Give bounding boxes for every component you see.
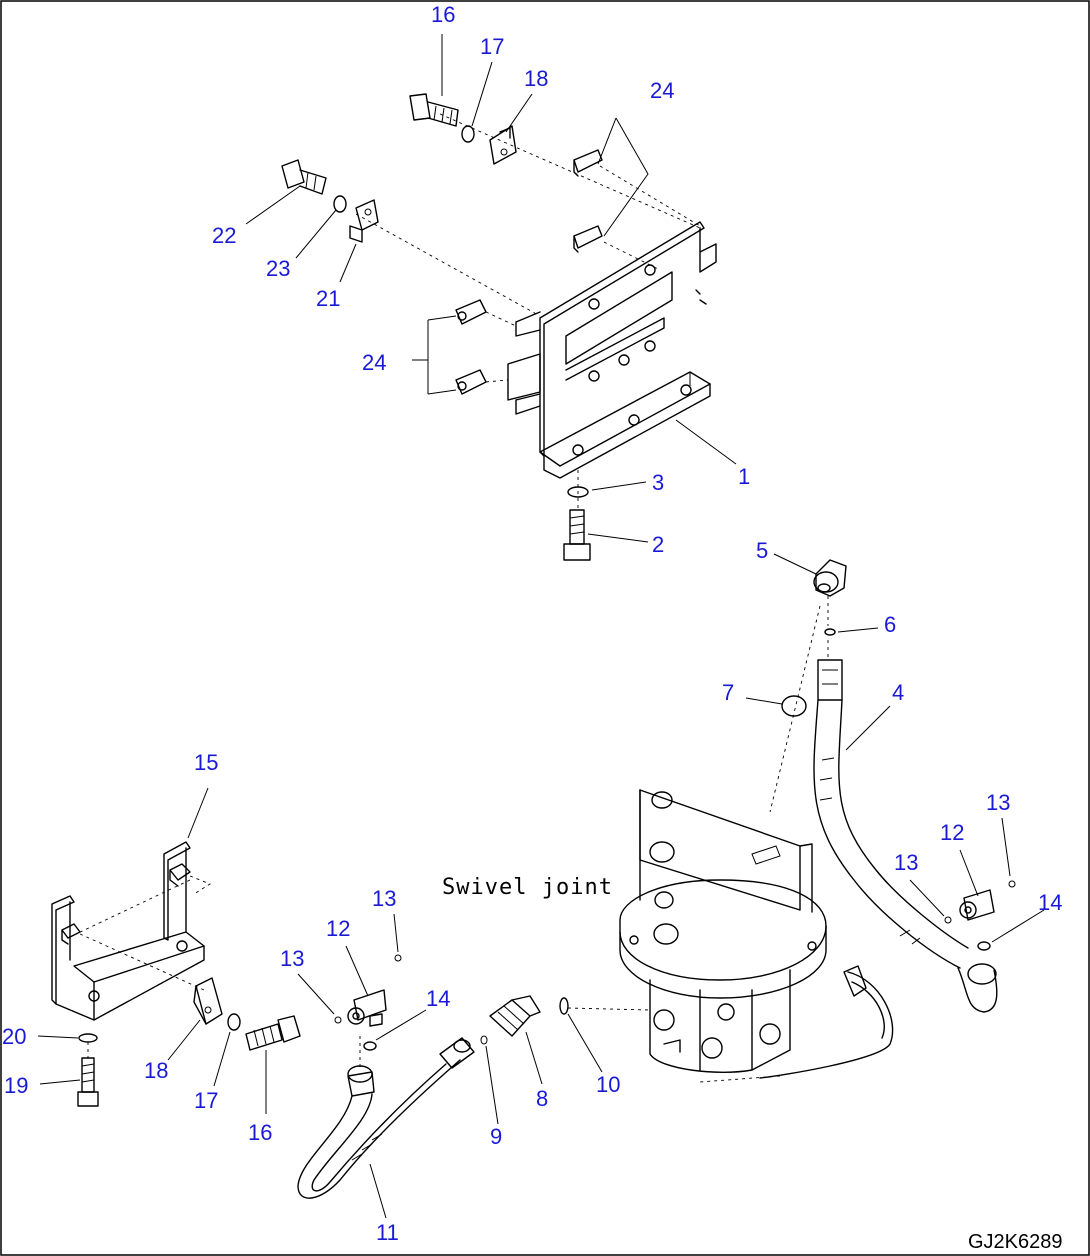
callout-11: 11 [376, 1220, 399, 1245]
callout-1: 1 [738, 464, 750, 489]
callout-4: 4 [892, 680, 904, 705]
o-ring-7 [781, 695, 807, 717]
callout-19: 19 [4, 1073, 28, 1098]
o-ring-13-left-a [334, 1016, 342, 1024]
o-ring-14-right [977, 941, 991, 951]
callout-13-right-top: 13 [986, 790, 1010, 815]
callout-13-left-top: 13 [372, 886, 396, 911]
o-ring-13-right-a [944, 916, 952, 924]
callout-5: 5 [756, 538, 768, 563]
plate-18-lower [193, 977, 223, 1025]
callout-20: 20 [2, 1024, 26, 1049]
o-ring-13-right-b [1008, 880, 1016, 888]
o-ring-6 [824, 628, 836, 636]
callout-14-left: 14 [426, 986, 450, 1011]
callout-10: 10 [596, 1072, 620, 1097]
swivel-joint-body [619, 789, 827, 1073]
callout-16-lower: 16 [248, 1120, 272, 1145]
callout-24-top: 24 [650, 78, 674, 103]
bracket-plate [507, 221, 717, 479]
drawing-code: GJ2K6289 [968, 1231, 1063, 1253]
elbow-12-right [959, 889, 995, 921]
bolt-19 [77, 1057, 99, 1107]
callouts: 16 17 18 24 22 23 21 24 1 3 2 5 6 7 4 13… [2, 2, 1062, 1245]
o-ring-14-left [363, 1041, 377, 1051]
callout-23: 23 [266, 256, 290, 281]
o-ring-10 [559, 997, 569, 1015]
bolt-22 [281, 159, 379, 243]
callout-9: 9 [490, 1124, 502, 1149]
hose-4 [813, 659, 998, 1013]
leader-lines [37, 34, 1045, 1219]
callout-14-right: 14 [1038, 890, 1062, 915]
callout-16-top: 16 [431, 2, 455, 27]
bolt-16-lower [245, 1015, 301, 1051]
callout-13-right: 13 [894, 850, 918, 875]
clip-pair-lower [455, 299, 487, 395]
swivel-joint-label: Swivel joint [442, 875, 613, 900]
callout-13-left: 13 [280, 946, 304, 971]
callout-21: 21 [316, 286, 340, 311]
callout-17-lower: 17 [194, 1088, 218, 1113]
callout-15: 15 [194, 750, 218, 775]
callout-18-top: 18 [524, 66, 548, 91]
bracket-15 [51, 841, 205, 1021]
callout-12-left: 12 [326, 916, 350, 941]
callout-3: 3 [652, 470, 664, 495]
callout-7: 7 [722, 680, 734, 705]
o-ring-13-left-b [394, 954, 402, 962]
elbow-12-left [347, 989, 387, 1027]
callout-18-lower: 18 [144, 1058, 168, 1083]
bolt-2 [563, 486, 591, 561]
callout-24-mid: 24 [362, 350, 386, 375]
washer-20 [78, 1033, 98, 1043]
adapter-5 [813, 559, 847, 597]
o-ring-9 [480, 1035, 488, 1045]
bolt-16-top [409, 93, 517, 165]
washer-17-lower [227, 1013, 241, 1031]
elbow-8 [489, 995, 541, 1037]
callout-8: 8 [536, 1086, 548, 1111]
callout-2: 2 [652, 532, 664, 557]
callout-17-top: 17 [480, 34, 504, 59]
callout-6: 6 [884, 612, 896, 637]
callout-22: 22 [212, 223, 236, 248]
callout-12-right: 12 [940, 820, 964, 845]
clip-pair-upper [573, 149, 603, 253]
hose-11 [297, 1037, 475, 1199]
